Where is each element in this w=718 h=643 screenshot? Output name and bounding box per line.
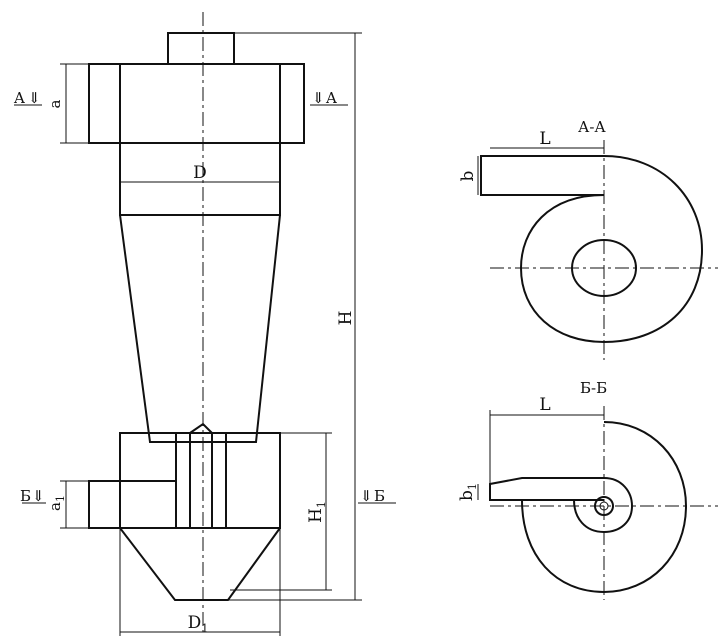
section-b-right-letter: Б (374, 487, 385, 505)
dim-h1-label: H1 (306, 501, 328, 523)
aa-volute-spiral (519, 155, 704, 344)
dim-d-label: D (193, 163, 207, 183)
section-b-left-letter: Б (20, 487, 31, 505)
section-a-right-letter: A (325, 89, 337, 107)
section-bb-title: Б-Б (580, 379, 607, 397)
section-a-left-arrow: ⇓ (28, 89, 41, 107)
discharge-pipe (175, 432, 227, 529)
section-b-right-arrow: ⇓ (360, 487, 373, 505)
bb-inlet-channel (489, 477, 604, 501)
hopper (119, 527, 281, 601)
dim-a1-label: a1 (46, 495, 67, 511)
section-a-left-letter: A (13, 89, 25, 107)
dim-a-label: a (46, 99, 64, 108)
section-view-bb: Б-Б L b1 (457, 379, 718, 600)
cone (119, 214, 281, 443)
aa-dim-l-label: L (539, 129, 550, 149)
bb-dim-b1-label: b1 (457, 483, 479, 501)
cone-tip (189, 422, 213, 434)
section-view-aa: А-А L b (458, 118, 718, 360)
bb-central-pipe (594, 496, 614, 516)
bb-volute-spiral (521, 421, 688, 594)
bb-central-pipe-inner (599, 501, 609, 511)
bb-inner-spiral (573, 477, 634, 534)
cylinder-body (119, 142, 281, 216)
bb-dim-l-label: L (539, 395, 550, 415)
section-b-left-arrow: ⇓ (32, 487, 45, 505)
aa-dim-b-label: b (458, 170, 478, 181)
dim-h-label: H (336, 311, 356, 326)
cyclone-front-view: a D H H1 D1 a1 A ⇓ ⇓ A Б ⇓ (13, 12, 396, 636)
aa-inner-pipe (571, 239, 637, 297)
section-a-right-arrow: ⇓ (312, 89, 325, 107)
outlet-pipe (167, 32, 235, 65)
inlet-box (88, 63, 305, 144)
aa-inlet-channel (480, 155, 604, 196)
section-aa-title: А-А (578, 118, 606, 136)
dim-d1-label: D1 (188, 613, 209, 635)
lower-inlet (88, 480, 177, 529)
